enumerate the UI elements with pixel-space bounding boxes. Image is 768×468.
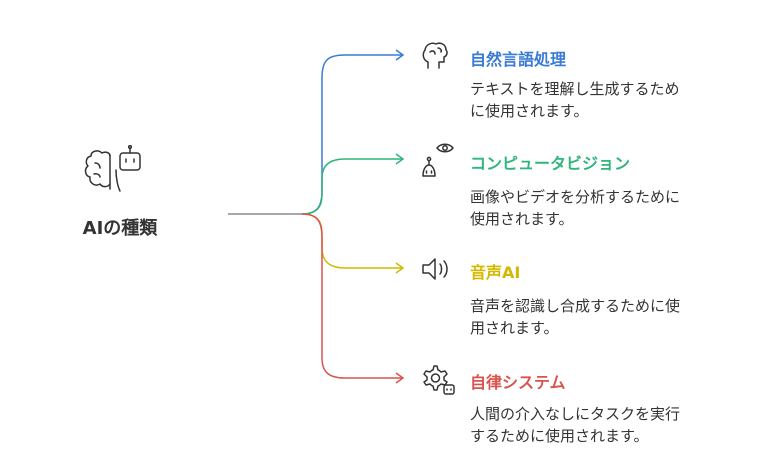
branch-desc-voice: 音声を認識し合成するために使用されます。 [470, 297, 681, 337]
branch-desc-vision: 画像やビデオを分析するために使用されます。 [470, 188, 681, 228]
branch-desc-nlp: テキストを理解し生成するために使用されます。 [470, 80, 680, 120]
branch-title-autonomous: 自律システム [470, 373, 566, 392]
branch-title-nlp: 自然言語処理 [470, 50, 567, 69]
branch-desc-autonomous: 人間の介入なしにタスクを実行するために使用されます。 [470, 405, 681, 445]
speech-head-icon [420, 40, 454, 74]
root-title: AIの種類 [82, 218, 158, 239]
branch-title-voice: 音声AI [470, 263, 521, 282]
branch-title-vision: コンピュータビジョン [470, 154, 631, 173]
speaker-icon [420, 256, 454, 286]
brain-robot-icon [82, 144, 146, 199]
robot-eye-icon [420, 140, 454, 186]
gear-robot-icon [420, 364, 456, 400]
